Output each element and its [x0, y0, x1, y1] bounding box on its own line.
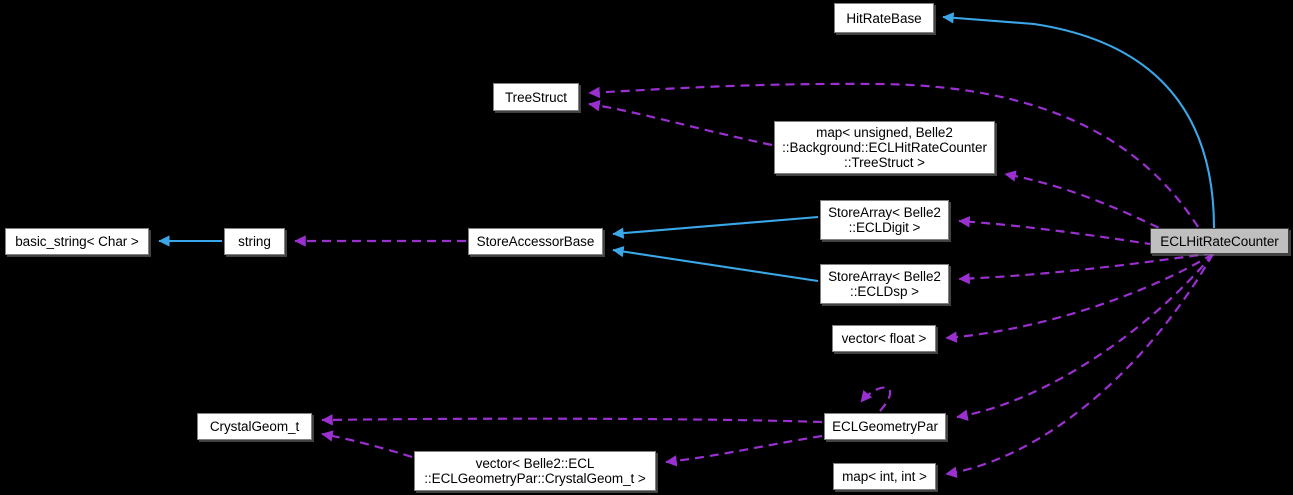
class-node-label: HitRateBase [846, 10, 922, 26]
class-node-label: basic_string< Char > [15, 234, 139, 249]
edge-eclgeometrypar-to-crystalgeom-t [321, 414, 823, 426]
class-node-map-unsigned-treestruct[interactable]: map< unsigned, Belle2 ::Background::ECLH… [774, 121, 995, 174]
class-node-label: CrystalGeom_t [209, 419, 300, 434]
edge-vector-crystalgeom-t-to-crystalgeom-t [321, 430, 413, 459]
class-node-label: map< int, int > [842, 469, 927, 484]
edge-eclhitratecounter-to-map-int-int [945, 253, 1214, 478]
class-node-label: vector< Belle2::ECL ::ECLGeometryPar::Cr… [424, 456, 646, 486]
class-node-label: map< unsigned, Belle2 ::Background::ECLH… [782, 125, 987, 170]
edge-eclhitratecounter-to-vector-float [945, 253, 1214, 343]
class-node-string[interactable]: string [224, 228, 285, 255]
class-node-label: StoreAccessorBase [476, 234, 595, 249]
edge-eclhitratecounter-to-storearray-ecldsp [958, 251, 1214, 285]
class-node-storearray-ecldigit[interactable]: StoreArray< Belle2 ::ECLDigit > [820, 200, 949, 240]
class-node-hitratebase[interactable]: HitRateBase [834, 3, 934, 33]
class-node-crystalgeom-t[interactable]: CrystalGeom_t [197, 413, 312, 440]
class-node-label: vector< float > [841, 331, 927, 346]
class-node-eclgeometrypar[interactable]: ECLGeometryPar [824, 413, 946, 440]
class-node-basic-string-char[interactable]: basic_string< Char > [5, 228, 149, 255]
class-node-map-int-int[interactable]: map< int, int > [833, 463, 936, 490]
edge-eclhitratecounter-to-eclgeometrypar [956, 253, 1214, 421]
class-node-label: string [238, 234, 271, 249]
class-node-label: StoreArray< Belle2 ::ECLDigit > [828, 205, 941, 235]
class-node-vector-float[interactable]: vector< float > [832, 325, 936, 352]
class-node-treestruct[interactable]: TreeStruct [493, 83, 579, 111]
class-node-storearray-ecldsp[interactable]: StoreArray< Belle2 ::ECLDsp > [820, 264, 949, 304]
edge-eclgeometrypar-to-vector-crystalgeom-t [665, 434, 823, 467]
edge-map-unsigned-treestruct-to-treestruct [588, 100, 773, 147]
class-node-label: TreeStruct [504, 89, 568, 105]
class-node-label: ECLHitRateCounter [1160, 233, 1279, 249]
class-node-label: StoreArray< Belle2 ::ECLDsp > [828, 269, 941, 299]
edge-storearray-ecldigit-to-storeaccessorbase [612, 215, 819, 239]
edge-storearray-ecldsp-to-storeaccessorbase [612, 245, 819, 283]
edge-eclgeometrypar-self-loop [860, 386, 892, 412]
class-node-vector-crystalgeom-t[interactable]: vector< Belle2::ECL ::ECLGeometryPar::Cr… [414, 451, 656, 491]
class-node-label: ECLGeometryPar [832, 419, 938, 434]
class-node-storeaccessorbase[interactable]: StoreAccessorBase [468, 228, 603, 255]
class-node-eclhitratecounter[interactable]: ECLHitRateCounter [1150, 228, 1289, 254]
